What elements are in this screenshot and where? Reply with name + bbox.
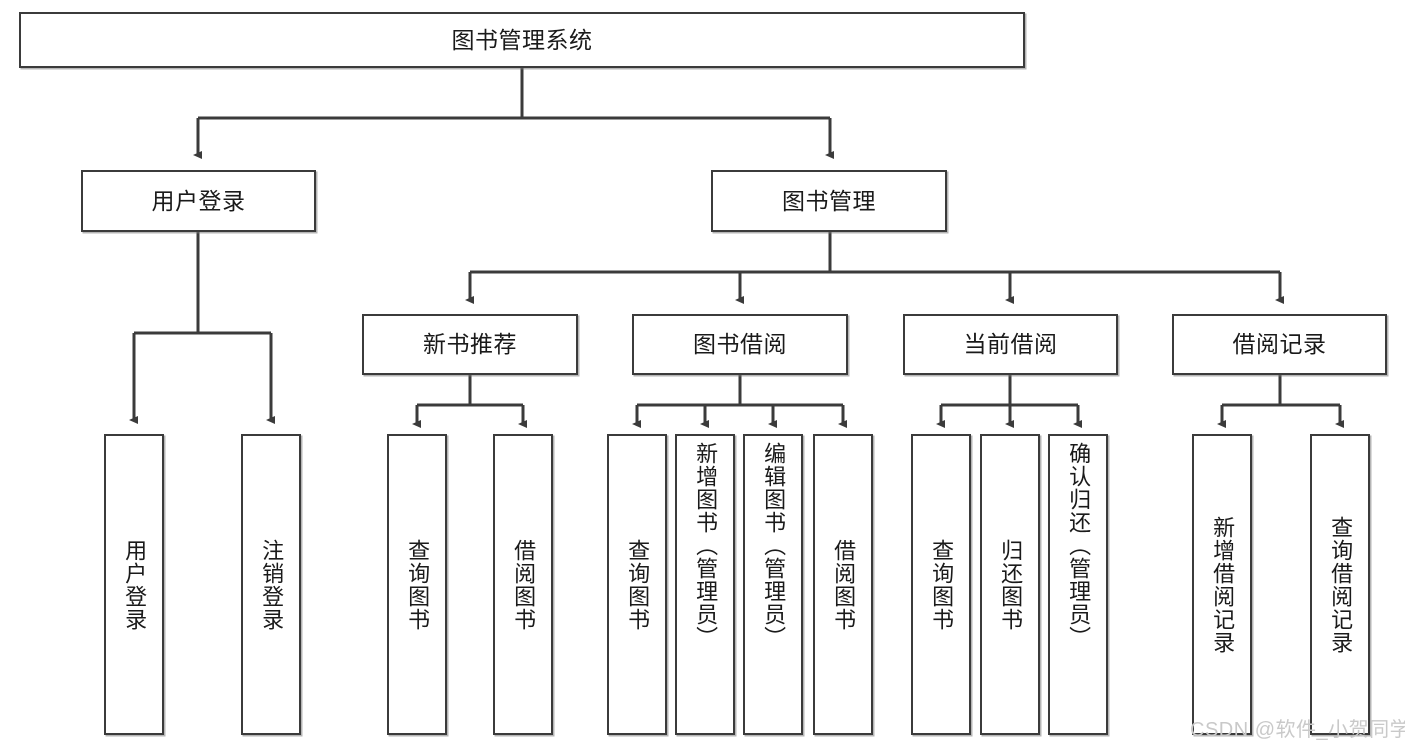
leaf-label: 查询图书 xyxy=(405,538,431,631)
leaf-confirm-return-admin[interactable]: 确认归还（管理员） xyxy=(1048,434,1108,735)
leaf-label: 新增借阅记录 xyxy=(1210,515,1236,654)
leaf-borrow-book[interactable]: 借阅图书 xyxy=(813,434,873,735)
leaf-borrow-book-recommend[interactable]: 借阅图书 xyxy=(493,434,553,735)
leaf-edit-book-admin[interactable]: 编辑图书（管理员） xyxy=(743,434,803,735)
leaf-query-book-borrow[interactable]: 查询图书 xyxy=(607,434,667,735)
node-label: 用户登录 xyxy=(151,187,246,214)
leaf-label: 查询图书 xyxy=(625,538,651,631)
node-book-management-system[interactable]: 图书管理系统 xyxy=(19,12,1025,68)
leaf-query-book-current[interactable]: 查询图书 xyxy=(911,434,971,735)
node-user-login[interactable]: 用户登录 xyxy=(81,170,316,232)
leaf-logout-login[interactable]: 注销登录 xyxy=(241,434,301,735)
leaf-user-login[interactable]: 用户登录 xyxy=(104,434,164,735)
node-label: 图书管理 xyxy=(782,187,876,214)
node-borrow-record[interactable]: 借阅记录 xyxy=(1172,314,1387,375)
node-label: 图书借阅 xyxy=(693,331,787,358)
leaf-label: 借阅图书 xyxy=(831,538,857,631)
node-label: 当前借阅 xyxy=(963,331,1058,358)
leaf-label: 借阅图书 xyxy=(511,538,537,631)
leaf-label: 新增图书（管理员） xyxy=(693,442,719,649)
leaf-add-book-admin[interactable]: 新增图书（管理员） xyxy=(675,434,735,735)
node-new-book-recommend[interactable]: 新书推荐 xyxy=(362,314,578,375)
node-current-borrow[interactable]: 当前借阅 xyxy=(903,314,1118,375)
node-label: 图书管理系统 xyxy=(451,26,593,53)
leaf-add-borrow-record[interactable]: 新增借阅记录 xyxy=(1192,434,1252,735)
node-label: 新书推荐 xyxy=(423,331,517,358)
leaf-label: 查询借阅记录 xyxy=(1328,515,1354,654)
leaf-return-book[interactable]: 归还图书 xyxy=(980,434,1040,735)
leaf-label: 查询图书 xyxy=(929,538,955,631)
leaf-label: 归还图书 xyxy=(998,538,1024,631)
leaf-label: 编辑图书（管理员） xyxy=(761,442,787,649)
leaf-label: 注销登录 xyxy=(259,538,285,631)
leaf-label: 确认归还（管理员） xyxy=(1066,442,1092,649)
node-label: 借阅记录 xyxy=(1232,331,1327,358)
node-book-management[interactable]: 图书管理 xyxy=(711,170,947,232)
leaf-query-borrow-record[interactable]: 查询借阅记录 xyxy=(1310,434,1370,735)
leaf-label: 用户登录 xyxy=(122,538,148,631)
leaf-query-book-recommend[interactable]: 查询图书 xyxy=(387,434,447,735)
node-book-borrow[interactable]: 图书借阅 xyxy=(632,314,848,375)
csdn-watermark: CSDN @软件_小贺同学 xyxy=(1190,719,1405,741)
